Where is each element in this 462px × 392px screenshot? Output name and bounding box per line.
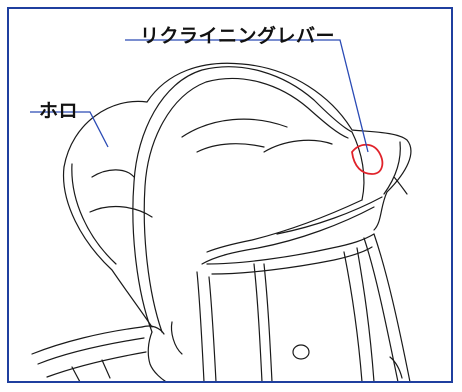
hood-front-arch [132,66,353,333]
frame-bar-left [196,271,205,381]
frame-bar-right [343,251,363,381]
hood-leader-line [30,111,109,148]
recline-lever-label: リクライニングレバー [140,25,336,47]
lever-leader-line [125,39,369,153]
figure-frame: リクライニングレバー ホロ [7,7,453,383]
stroller-hood-illustration [30,39,412,381]
hood-label: ホロ [39,100,79,122]
hood-canopy-outline [63,62,412,231]
